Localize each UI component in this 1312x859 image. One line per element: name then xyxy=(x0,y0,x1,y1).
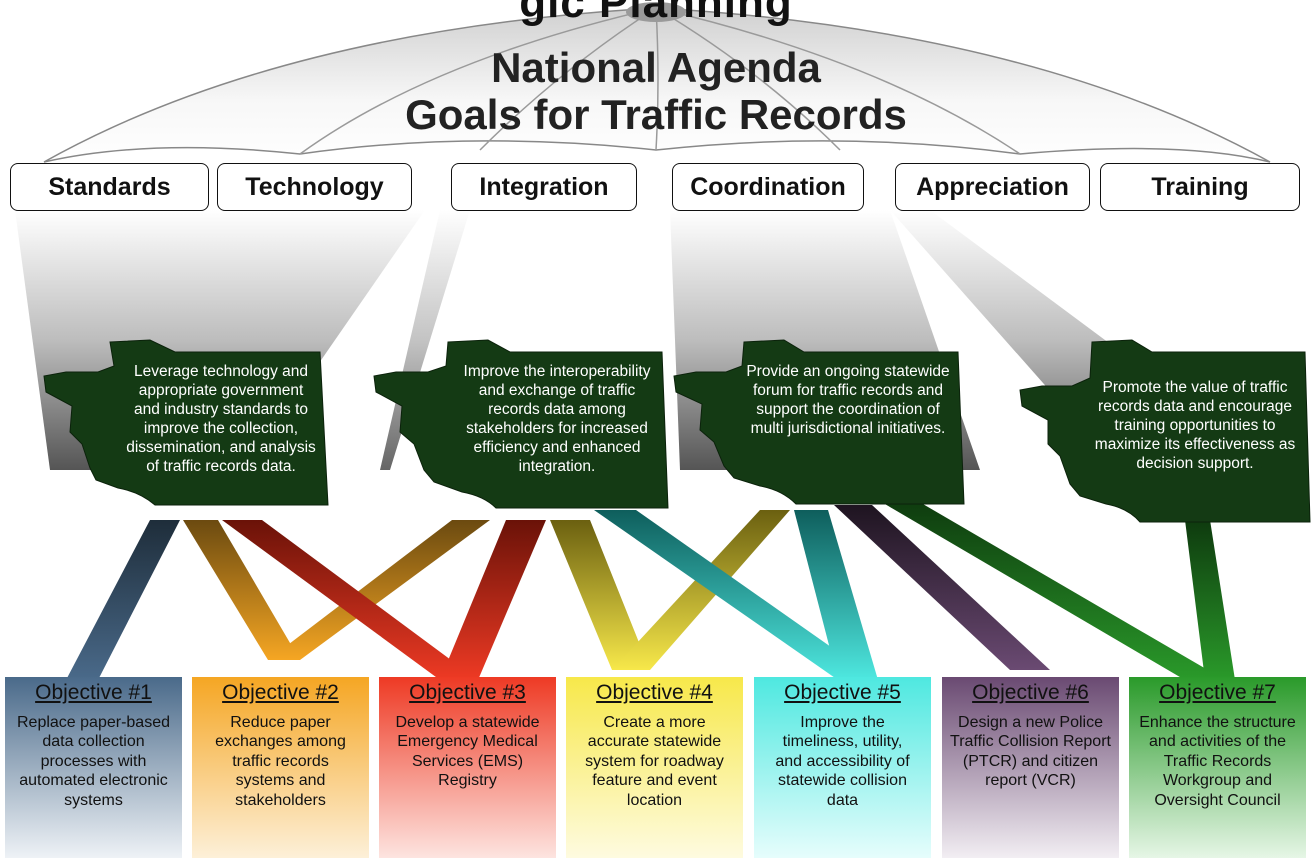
objective-1: Objective #1 Replace paper-based data co… xyxy=(5,677,182,858)
connector-4-obj7 xyxy=(1185,520,1235,680)
objective-3-title: Objective #3 xyxy=(409,681,526,704)
objective-6-title: Objective #6 xyxy=(972,681,1089,704)
connector-2-obj2 xyxy=(268,520,490,660)
umbrella-canopy xyxy=(43,7,1271,163)
state-map-1 xyxy=(43,339,329,506)
umbrella-top-knob xyxy=(626,2,686,22)
page-title-line-1: National Agenda xyxy=(491,44,821,91)
objective-5-text: Improve the timeliness, utility, and acc… xyxy=(775,713,910,809)
objective-2-text: Reduce paper exchanges among traffic rec… xyxy=(215,713,346,809)
state-goal-text-3: Provide an ongoing statewide forum for t… xyxy=(746,363,950,437)
objective-6-text: Design a new Police Traffic Collision Re… xyxy=(950,713,1111,790)
connector-1-obj1 xyxy=(66,520,180,680)
objective-2: Objective #2 Reduce paper exchanges amon… xyxy=(192,677,369,858)
objective-4-text: Create a more accurate statewide system … xyxy=(585,713,724,809)
goal-appreciation: Appreciation xyxy=(895,163,1090,211)
cropped-page-title: gic Planning xyxy=(519,0,793,27)
goal-standards: Standards xyxy=(10,163,209,211)
state-goal-text-1: Leverage technology and appropriate gove… xyxy=(126,363,316,475)
objective-3-text: Develop a statewide Emergency Medical Se… xyxy=(395,713,540,790)
state-goal-text-4: Promote the value of traffic records dat… xyxy=(1094,379,1296,472)
objective-4-title: Objective #4 xyxy=(596,681,713,704)
connector-2-obj5 xyxy=(594,510,878,680)
connector-1-obj2 xyxy=(183,520,300,660)
state-map-4 xyxy=(1019,339,1311,523)
connector-3-obj4 xyxy=(612,510,790,670)
connector-3-obj7 xyxy=(878,500,1225,680)
objective-5: Objective #5 Improve the timeliness, uti… xyxy=(754,677,931,858)
connector-2-obj4 xyxy=(550,520,650,670)
connector-1-obj3 xyxy=(222,520,478,680)
connector-2-obj3 xyxy=(440,520,546,680)
state-goal-text-2: Improve the interoperability and exchang… xyxy=(463,363,651,475)
goal-coordination: Coordination xyxy=(672,163,864,211)
connector-3-obj6 xyxy=(834,505,1050,670)
objective-1-title: Objective #1 xyxy=(35,681,152,704)
goal-integration: Integration xyxy=(451,163,637,211)
objective-1-text: Replace paper-based data collection proc… xyxy=(17,713,170,809)
objective-3: Objective #3 Develop a statewide Emergen… xyxy=(379,677,556,858)
objective-7-text: Enhance the structure and activities of … xyxy=(1139,713,1296,809)
state-map-2 xyxy=(373,339,669,509)
objective-5-title: Objective #5 xyxy=(784,681,901,704)
objective-2-title: Objective #2 xyxy=(222,681,339,704)
goal-training: Training xyxy=(1100,163,1300,211)
objective-4: Objective #4 Create a more accurate stat… xyxy=(566,677,743,858)
umbrella-ribs xyxy=(299,7,1021,155)
objective-7: Objective #7 Enhance the structure and a… xyxy=(1129,677,1306,858)
connector-3-obj5 xyxy=(794,510,878,680)
objective-7-title: Objective #7 xyxy=(1159,681,1276,704)
state-map-3 xyxy=(673,339,965,505)
goal-technology: Technology xyxy=(217,163,412,211)
page-title-line-2: Goals for Traffic Records xyxy=(405,91,907,138)
objective-6: Objective #6 Design a new Police Traffic… xyxy=(942,677,1119,858)
